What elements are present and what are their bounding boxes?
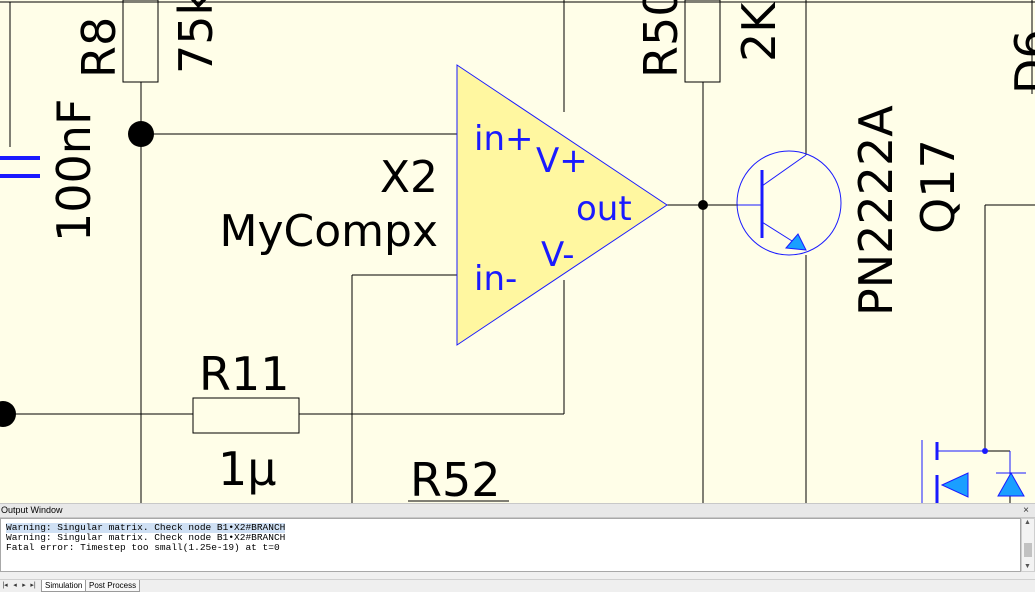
junction-dot xyxy=(0,401,16,427)
resistor-r11-body[interactable] xyxy=(192,397,300,434)
schematic-drawing[interactable]: R8 75k 100nF X2 MyCompx R11 1μ R52 R50 2… xyxy=(0,0,1035,503)
tab-simulation[interactable]: Simulation xyxy=(41,580,87,592)
pin-label-v-minus: V- xyxy=(541,235,575,275)
resistor-r50-body[interactable] xyxy=(684,0,721,83)
label-r52-name: R52 xyxy=(410,453,501,503)
schematic-canvas[interactable]: R8 75k 100nF X2 MyCompx R11 1μ R52 R50 2… xyxy=(0,0,1035,503)
output-line: Fatal error: Timestep too small(1.25e-19… xyxy=(6,542,280,553)
scroll-up-icon[interactable]: ▲ xyxy=(1024,519,1031,526)
label-r11-value: 1μ xyxy=(218,442,277,496)
junction-dot xyxy=(982,448,988,454)
tab-bar: |◂ ◂ ▸ ▸| Simulation Post Process xyxy=(0,579,1035,592)
output-line: Warning: Singular matrix. Check node B1•… xyxy=(6,532,286,543)
pin-label-v-plus: V+ xyxy=(536,141,588,181)
label-d6-name: D6 xyxy=(1005,29,1035,94)
output-window-titlebar: Output Window × xyxy=(0,503,1035,518)
first-tab-icon[interactable]: |◂ xyxy=(2,582,8,589)
resistor-r8x-body[interactable] xyxy=(122,0,159,83)
body-diode-symbol xyxy=(997,471,1025,497)
horizontal-scrollbar[interactable] xyxy=(0,572,1035,579)
opamp-x2-symbol[interactable] xyxy=(456,64,668,346)
output-window-title: Output Window xyxy=(1,505,63,515)
output-line: Warning: Singular matrix. Check node B1•… xyxy=(6,522,286,533)
label-r50-value: 2K xyxy=(732,1,786,62)
capacitor-100nf[interactable] xyxy=(0,156,40,178)
prev-tab-icon[interactable]: ◂ xyxy=(13,582,17,589)
vertical-scrollbar[interactable]: ▲ ▼ xyxy=(1021,518,1035,572)
transistor-arrow xyxy=(784,233,807,251)
tab-post-process[interactable]: Post Process xyxy=(85,580,141,592)
pin-label-out: out xyxy=(576,189,632,229)
label-capacitor-value: 100nF xyxy=(47,99,101,242)
output-text-area[interactable]: Warning: Singular matrix. Check node B1•… xyxy=(0,518,1021,572)
output-window: Output Window × Warning: Singular matrix… xyxy=(0,503,1035,592)
label-r8x-value: 75k xyxy=(169,0,223,74)
label-q17-model: PN2222A xyxy=(849,105,903,316)
label-r8x-name: R8 xyxy=(72,17,126,78)
mosfet-symbol[interactable] xyxy=(921,440,1011,503)
junctions xyxy=(0,121,708,427)
transistor-q17-symbol[interactable] xyxy=(736,150,842,256)
last-tab-icon[interactable]: ▸| xyxy=(30,582,36,589)
pin-label-in-minus: in- xyxy=(474,259,517,299)
pin-label-in-plus: in+ xyxy=(474,119,533,159)
scroll-thumb[interactable] xyxy=(1024,543,1032,557)
junction-dot xyxy=(128,121,154,147)
label-r50-name: R50 xyxy=(634,0,688,78)
label-x2-name: X2 xyxy=(380,152,438,203)
label-r11-name: R11 xyxy=(199,347,290,401)
close-icon[interactable]: × xyxy=(1023,505,1029,516)
scroll-down-icon[interactable]: ▼ xyxy=(1024,563,1031,570)
next-tab-icon[interactable]: ▸ xyxy=(22,582,26,589)
junction-dot xyxy=(698,200,708,210)
mosfet-arrow xyxy=(940,472,969,498)
label-q17-name: Q17 xyxy=(911,139,965,234)
label-x2-model: MyCompx xyxy=(220,206,438,257)
